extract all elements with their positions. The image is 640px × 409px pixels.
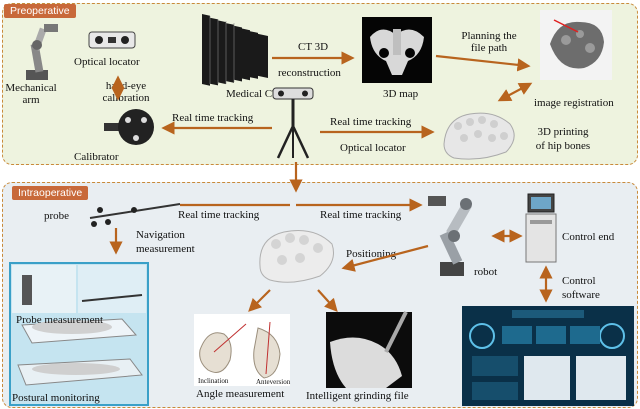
angle-measurement-label: Angle measurement <box>196 388 285 400</box>
probe-postural-image <box>12 265 146 386</box>
grinding-file-image <box>326 311 412 388</box>
mechanical-arm-image <box>26 24 58 80</box>
planning-label-2: file path <box>470 42 508 54</box>
optical-locator-mid-label: Optical locator <box>340 142 406 154</box>
robot-label: robot <box>474 266 498 278</box>
rt-tracking-left-label: Real time tracking <box>172 112 254 124</box>
probe-measurement-label: Probe measurement <box>16 314 104 326</box>
navigation-label-1: Navigation <box>136 229 185 241</box>
intraoperative-tag: Intraoperative <box>12 186 89 200</box>
preoperative-tag: Preoperative <box>4 4 76 18</box>
hand-eye-label-2: calibration <box>102 92 150 104</box>
3d-map-label: 3D map <box>383 88 419 100</box>
3d-printing-label-1: 3D printing <box>537 126 589 138</box>
grinding-label: Intelligent grinding file <box>306 390 409 402</box>
medical-ct-image <box>202 14 268 86</box>
rt-tracking-right-label: Real time tracking <box>330 116 412 128</box>
probe-label: probe <box>44 210 70 222</box>
calibrator-label: Calibrator <box>74 151 119 163</box>
postural-monitoring-label: Postural monitoring <box>12 392 100 404</box>
planning-label-1: Planning the <box>461 30 517 42</box>
3d-map-image <box>362 17 432 83</box>
calibrator-image <box>104 109 154 145</box>
image-registration-label: image registration <box>534 97 614 109</box>
angle-measurement-image <box>194 314 290 386</box>
inclination-label: Inclination <box>198 377 229 385</box>
control-software-label-2: software <box>562 289 600 301</box>
control-end-label: Control end <box>562 231 615 243</box>
robot-image <box>428 196 472 276</box>
rt-tracking-robot-label: Real time tracking <box>320 209 402 221</box>
medical-ct-label: Medical CT <box>226 88 279 100</box>
navigation-label-2: measurement <box>136 243 195 255</box>
ct3d-label-2: reconstruction <box>278 67 341 79</box>
control-end-image <box>525 193 557 263</box>
optical-locator-image <box>88 31 136 49</box>
optical-locator-tripod-image <box>272 87 314 159</box>
3d-printed-hip-image <box>443 112 515 160</box>
positioning-label: Positioning <box>346 248 397 260</box>
positioning-bone-image <box>259 230 334 283</box>
image-registration-image <box>540 10 612 80</box>
control-software-label-1: Control <box>562 275 596 287</box>
control-software-image <box>462 306 634 406</box>
mechanical-arm-label-1: Mechanical <box>5 82 57 94</box>
probe-image <box>89 203 181 227</box>
hand-eye-label-1: hand-eye <box>105 80 147 92</box>
3d-printing-label-2: of hip bones <box>535 140 591 152</box>
mechanical-arm-label-2: arm <box>22 94 40 106</box>
anteversion-label: Anteversion <box>256 378 291 386</box>
ct3d-label-1: CT 3D <box>298 41 329 53</box>
rt-tracking-probe-label: Real time tracking <box>178 209 260 221</box>
optical-locator-label-top: Optical locator <box>74 56 140 68</box>
